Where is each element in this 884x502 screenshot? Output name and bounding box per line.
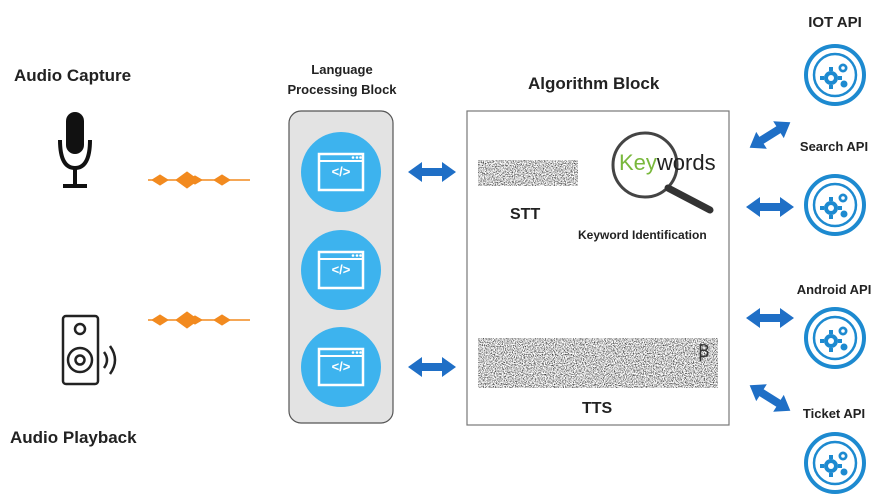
iot-api-label: IOT API [808,14,862,31]
arrow-algo-search [746,197,794,217]
language-block-title: Language Processing Block [280,60,404,100]
tts-glyph: Ꞵ [698,341,710,362]
android-api-gears-icon [804,307,866,369]
iot-api-gears-icon [804,44,866,106]
search-api-gears-icon [804,174,866,236]
code-glyph-2: </> [331,262,351,277]
magnifier-icon [611,131,714,214]
code-glyph-3: </> [331,359,351,374]
arrow-algo-iot [749,121,791,149]
arrow-algo-ticket [749,384,791,412]
keywords-prefix: Key [619,150,657,175]
keyword-identification-label: Keyword Identification [578,228,707,242]
code-glyph-1: </> [331,164,351,179]
language-block-title-line1: Language [311,62,373,77]
speaker-icon [61,314,117,386]
stt-waveform [478,160,578,186]
audio-playback-label: Audio Playback [10,428,137,447]
language-block-title-line2: Processing Block [287,82,397,97]
sound-wave-top [148,171,250,189]
keywords-graphic: Keywords [619,150,716,176]
tts-waveform [478,338,718,388]
sound-wave-bottom [148,311,250,329]
android-api-label: Android API [796,282,872,297]
ticket-api-label: Ticket API [802,406,866,421]
search-api-label: Search API [799,139,869,154]
arrow-algo-android [746,308,794,328]
ticket-api-gears-icon [804,432,866,494]
audio-capture-label: Audio Capture [14,66,132,85]
arrow-lang-stt [408,162,456,182]
algorithm-block-title: Algorithm Block [528,74,660,93]
stt-label: STT [510,206,541,223]
microphone-icon [58,112,92,188]
arrow-lang-tts [408,357,456,377]
keywords-suffix: words [656,150,716,175]
tts-label: TTS [582,400,613,417]
